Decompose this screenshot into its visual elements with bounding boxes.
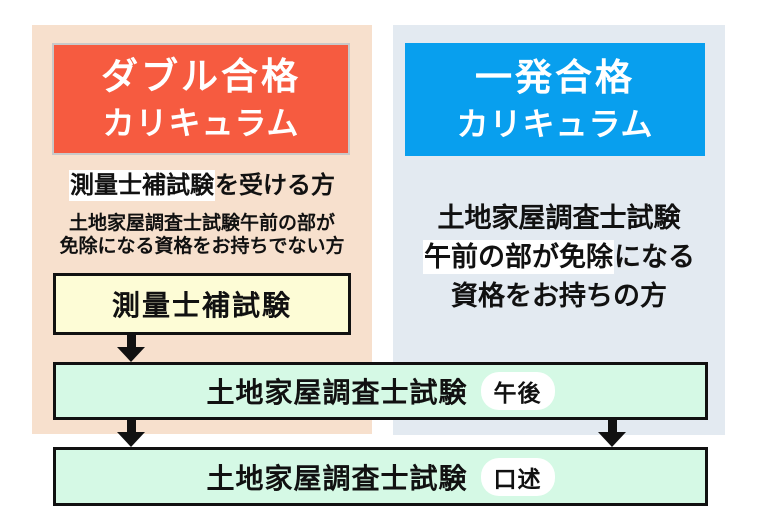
single-pass-audience-line2: 午前の部が免除になる — [393, 238, 725, 277]
single-pass-audience-line3: 資格をお持ちの方 — [451, 281, 667, 311]
down-arrow-icon — [117, 335, 145, 362]
double-pass-audience-rest: を受ける方 — [215, 172, 335, 199]
double-pass-audience: 測量士補試験を受ける方 — [32, 170, 372, 201]
arrow-stem — [126, 420, 136, 432]
single-pass-header-line2: カリキュラム — [456, 105, 654, 142]
arrow-head — [117, 347, 145, 362]
surveyor-assistant-exam-box: 測量士補試験 — [53, 273, 351, 335]
afternoon-badge: 午後 — [480, 372, 555, 410]
investigator-exam-afternoon-box: 土地家屋調査士試験 午後 — [53, 362, 708, 420]
investigator-exam-oral-box: 土地家屋調査士試験 口述 — [53, 447, 708, 506]
double-pass-audience-highlight: 測量士補試験 — [69, 170, 215, 201]
double-pass-note: 土地家屋調査士試験午前の部が 免除になる資格をお持ちでない方 — [32, 212, 372, 258]
double-pass-note-line1: 土地家屋調査士試験午前の部が — [68, 213, 335, 234]
single-pass-audience-line1: 土地家屋調査士試験 — [437, 203, 681, 233]
arrow-head — [117, 432, 145, 447]
down-arrow-icon — [117, 420, 145, 447]
surveyor-assistant-exam-label: 測量士補試験 — [111, 290, 292, 321]
double-pass-note-line2: 免除になる資格をお持ちでない方 — [59, 236, 345, 257]
double-pass-header: ダブル合格 カリキュラム — [52, 43, 350, 155]
single-pass-audience-line2-rest: になる — [614, 242, 695, 272]
single-pass-audience: 土地家屋調査士試験 午前の部が免除になる 資格をお持ちの方 — [393, 199, 725, 316]
oral-badge: 口述 — [480, 457, 555, 496]
investigator-exam-oral-label: 土地家屋調査士試験 — [206, 462, 468, 494]
double-pass-header-line1: ダブル合格 — [101, 56, 301, 97]
arrow-head — [598, 432, 626, 447]
arrow-stem — [126, 335, 136, 347]
arrow-stem — [607, 420, 617, 432]
down-arrow-icon — [598, 420, 626, 447]
single-pass-header: 一発合格 カリキュラム — [405, 43, 705, 156]
single-pass-audience-highlight: 午前の部が免除 — [423, 240, 614, 274]
double-pass-header-line2: カリキュラム — [102, 105, 300, 141]
single-pass-header-line1: 一発合格 — [475, 56, 635, 98]
investigator-exam-afternoon-label: 土地家屋調査士試験 — [206, 377, 468, 408]
